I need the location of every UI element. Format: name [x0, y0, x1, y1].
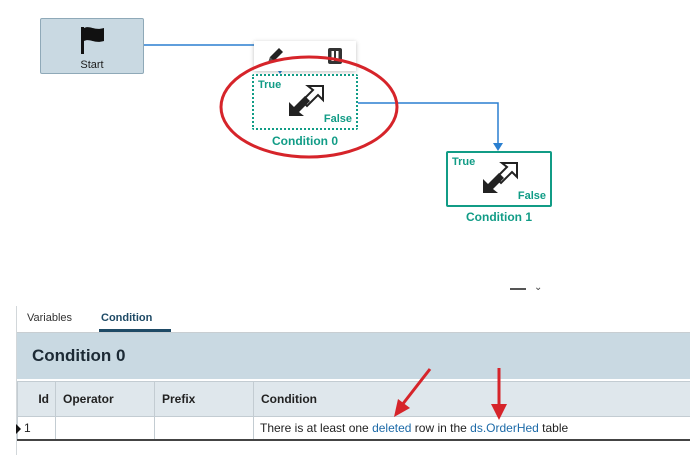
column-header-id[interactable]: Id — [17, 381, 56, 417]
tab-variables[interactable]: Variables — [27, 312, 73, 324]
condition-link-table[interactable]: ds.OrderHed — [470, 421, 539, 435]
condition-arrows-icon — [289, 85, 324, 116]
wire-arrowhead-condition1 — [493, 143, 503, 151]
cell-prefix[interactable] — [154, 416, 254, 441]
column-header-operator[interactable]: Operator — [55, 381, 155, 417]
condition-table: Id Operator Prefix Condition 1 There is … — [17, 381, 690, 441]
condition-node-0-caption: Condition 0 — [272, 134, 338, 148]
cell-id[interactable]: 1 — [17, 416, 56, 441]
annotation-arrow-deleted — [394, 368, 432, 417]
properties-panel: Variables Condition Condition 0 Id Opera… — [16, 306, 690, 455]
wire-condition0-to-condition1 — [356, 102, 499, 146]
start-node[interactable]: Start — [40, 18, 144, 74]
condition-node-1-caption: Condition 1 — [466, 210, 532, 224]
condition0-false-port[interactable]: False — [323, 113, 352, 125]
condition0-true-port[interactable]: True — [258, 79, 282, 91]
tab-condition[interactable]: Condition — [101, 312, 153, 324]
cell-condition[interactable]: There is at least one deleted row in the… — [253, 416, 690, 441]
column-header-condition[interactable]: Condition — [253, 381, 690, 417]
condition1-true-port[interactable]: True — [452, 156, 476, 168]
table-row[interactable]: 1 There is at least one deleted row in t… — [17, 416, 690, 441]
panel-title: Condition 0 — [32, 346, 126, 365]
annotation-ellipse — [219, 55, 399, 159]
flag-icon — [81, 27, 104, 54]
panel-splitter[interactable]: ⌄ — [0, 282, 690, 298]
condition1-false-port[interactable]: False — [517, 190, 546, 202]
workflow-canvas[interactable]: Start True False Condition 0 True False … — [0, 0, 690, 288]
condition-node-1[interactable]: True False — [446, 151, 552, 207]
cell-operator[interactable] — [55, 416, 155, 441]
condition-arrows-icon — [483, 162, 518, 193]
panel-tabs: Variables Condition — [17, 306, 690, 333]
condition-text-part1: There is at least one — [260, 421, 373, 435]
active-tab-indicator — [99, 329, 171, 332]
splitter-handle-icon[interactable] — [510, 288, 526, 290]
start-node-label: Start — [80, 59, 104, 71]
panel-header: Condition 0 — [17, 333, 690, 379]
condition-text-part3: table — [538, 421, 569, 435]
chevron-down-icon[interactable]: ⌄ — [534, 282, 543, 293]
table-header-row: Id Operator Prefix Condition — [17, 381, 690, 417]
annotation-arrow-table — [491, 368, 507, 420]
condition-text-part2: row in the — [411, 421, 471, 435]
condition-link-deleted[interactable]: deleted — [372, 421, 412, 435]
column-header-prefix[interactable]: Prefix — [154, 381, 254, 417]
current-row-indicator-icon — [16, 424, 21, 434]
condition-node-0[interactable]: True False — [252, 74, 358, 130]
